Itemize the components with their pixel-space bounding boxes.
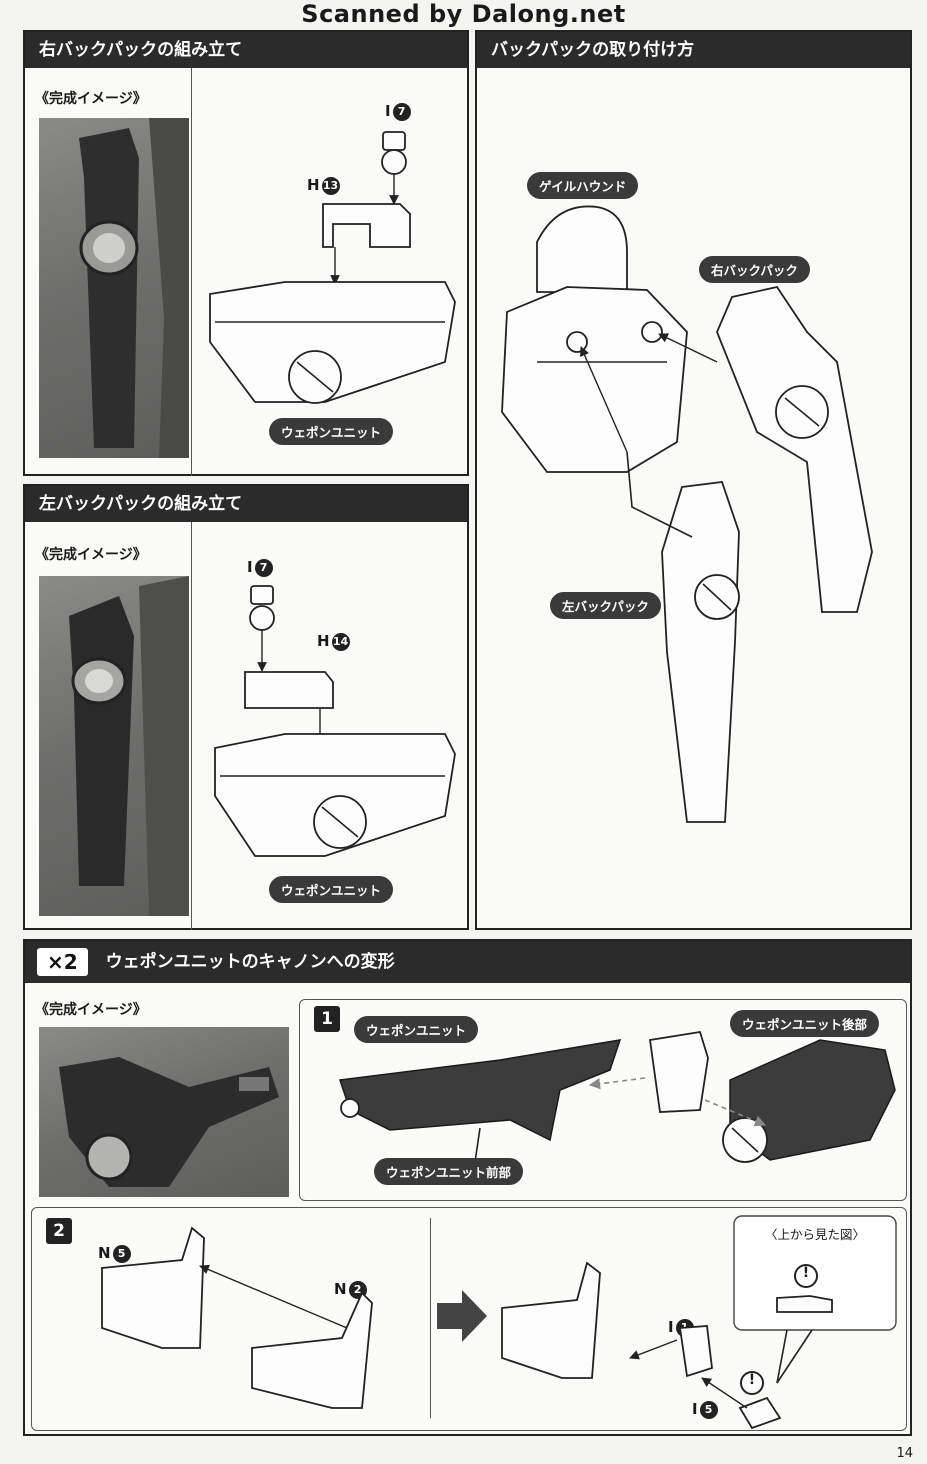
cannon-image-caption: 《完成イメージ》 bbox=[35, 1002, 147, 1018]
cannon-step2-divider bbox=[430, 1218, 431, 1418]
right-backpack-diagram bbox=[209, 131, 456, 404]
left-backpack-diagram bbox=[214, 585, 456, 857]
left-backpack-weapon-label: ウェポンユニット bbox=[269, 876, 394, 903]
cannon-step2-callout-warning-text: ! bbox=[802, 1265, 810, 1281]
attach-left-label: 左バックパック bbox=[550, 592, 661, 619]
cannon-step1-number: 1 bbox=[314, 1006, 340, 1032]
cannon-photo-shape bbox=[59, 1057, 279, 1187]
cannon-title: ウェポンユニットのキャノンへの変形 bbox=[105, 952, 395, 972]
right-backpack-photo bbox=[39, 118, 189, 458]
attach-diagram bbox=[501, 205, 873, 823]
cannon-step2-warning-icon bbox=[740, 1371, 764, 1395]
right-backpack-photo-shape bbox=[79, 118, 189, 458]
page-number: 14 bbox=[896, 1446, 913, 1461]
cannon-step1-box: 1 ウェポンユニット ウェポンユニット後部 ウェポンユニット前部 bbox=[299, 999, 907, 1201]
attach-right-label: 右バックパック bbox=[699, 256, 810, 283]
cannon-step1-front-label: ウェポンユニット前部 bbox=[374, 1158, 524, 1185]
cannon-step2-callout-title: 〈上から見た図〉 bbox=[764, 1227, 865, 1242]
cannon-step2-warning-text: ! bbox=[748, 1372, 756, 1388]
cannon-step1-unit-label: ウェポンユニット bbox=[354, 1016, 479, 1043]
right-backpack-divider bbox=[191, 68, 192, 476]
cannon-step1-diagram bbox=[338, 1030, 896, 1163]
cannon-title-bar: ×2 ウェポンユニットのキャノンへの変形 bbox=[25, 941, 910, 983]
watermark: Scanned by Dalong.net bbox=[301, 0, 626, 28]
cannon-step2-callout-warning-icon bbox=[794, 1264, 818, 1288]
cannon-photo bbox=[39, 1027, 289, 1197]
left-backpack-photo bbox=[39, 576, 189, 916]
attach-robot-label: ゲイルハウンド bbox=[527, 172, 639, 199]
left-backpack-image-caption: 《完成イメージ》 bbox=[35, 547, 147, 563]
right-backpack-title: 右バックパックの組み立て bbox=[25, 32, 467, 68]
cannon-step2-number: 2 bbox=[46, 1218, 72, 1244]
cannon-step2-box: 2 N5 N2 I1 I5 ! ! 〈上から見た図〉 bbox=[31, 1207, 907, 1431]
attach-panel: バックパックの取り付け方 ゲイルハウンド 右バックパック 左バックパック bbox=[475, 30, 912, 930]
right-backpack-weapon-label: ウェポンユニット bbox=[269, 418, 394, 445]
cannon-panel: ×2 ウェポンユニットのキャノンへの変形 《完成イメージ》 1 ウェポンユニット… bbox=[23, 939, 912, 1436]
left-backpack-photo-shape bbox=[69, 576, 189, 916]
cannon-x2-badge: ×2 bbox=[37, 948, 88, 976]
cannon-step2-diagram bbox=[101, 1215, 897, 1430]
right-backpack-image-caption: 《完成イメージ》 bbox=[35, 91, 147, 107]
left-backpack-divider bbox=[191, 522, 192, 930]
cannon-step1-rear-label: ウェポンユニット後部 bbox=[730, 1010, 880, 1037]
left-backpack-title: 左バックパックの組み立て bbox=[25, 486, 467, 522]
attach-title: バックパックの取り付け方 bbox=[477, 32, 910, 68]
cannon-step2-arrow-icon bbox=[437, 1290, 487, 1342]
